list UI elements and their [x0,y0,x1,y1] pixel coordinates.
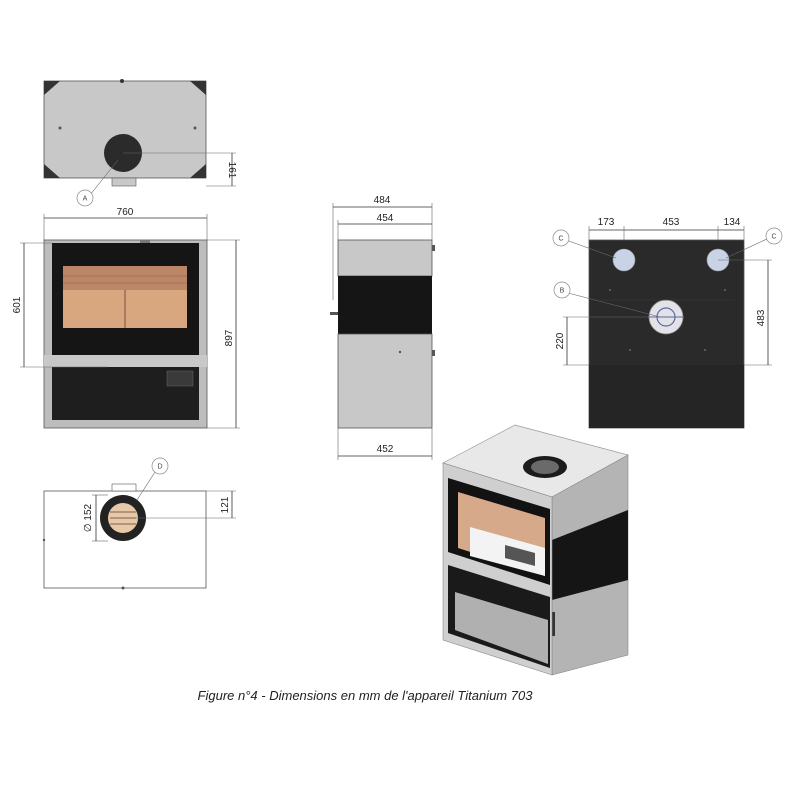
dim-760-label: 760 [117,207,134,218]
top-view: A 161 [43,79,237,207]
dim-484-label: 484 [374,195,391,206]
dim-134-label: 134 [724,217,741,228]
dim-601-label: 601 [12,296,23,313]
isometric-view [442,424,629,676]
side-glass-band [338,276,432,334]
iso-grate [505,545,535,566]
top-view-fixing [58,126,62,130]
dim-483-label: 483 [756,309,767,326]
dim-454-label: 454 [377,213,394,224]
bottom-view: D ∅ 152 121 [42,457,236,590]
side-fixing [398,350,402,354]
callout-d-circle [151,457,169,475]
callout-c-left-leader [565,239,617,259]
rear-panel-lower [589,365,744,428]
top-view-fixing [193,126,197,130]
side-rear-tab [432,245,435,251]
callout-c-left-label: C [558,236,563,243]
iso-log-store-floor [455,592,548,664]
callout-b-leader [567,292,661,318]
rear-view: 173 453 134 C C B 220 48 [552,217,783,429]
bottom-fixing [121,586,125,590]
top-view-corner [190,81,206,95]
figure-caption: Figure n°4 - Dimensions en mm de l'appar… [197,688,533,703]
iso-flue-inner [531,460,559,474]
top-view-corner [44,81,60,95]
iso-side-glass-band [552,510,628,600]
front-control-plate [166,370,194,387]
side-lower-panel [337,333,433,429]
bottom-fixing [42,538,46,542]
front-shelf-band [44,355,207,367]
callout-c-right-circle [765,227,783,245]
dim-173-label: 173 [598,217,615,228]
callout-a-leader [89,159,119,196]
top-view-corner [190,164,206,178]
side-rear-tab [432,350,435,356]
callout-c-right-leader [725,237,770,259]
top-view-fixing [120,79,124,83]
front-top-detail [140,240,150,243]
side-top-panel [337,239,433,277]
callout-b-label: B [560,288,565,295]
dim-161-label: 161 [226,162,237,179]
rear-fixing [629,349,631,351]
callout-a-circle [76,189,94,207]
top-view-corner [44,164,60,178]
bottom-view-tab [111,483,137,492]
side-view: 484 454 452 [330,195,435,460]
firebox-back-wall [63,266,187,290]
callout-b-circle [553,281,571,299]
dim-152-label: ∅ 152 [83,503,94,532]
air-inlet-left [612,248,636,272]
callout-d-label: D [157,464,162,471]
dim-897-label: 897 [224,329,235,346]
callout-a-label: A [83,196,88,203]
front-view: 760 601 897 [12,207,240,429]
side-door-handle [330,312,338,315]
top-view-tab [111,177,137,187]
dim-453-label: 453 [663,217,680,228]
dim-452-label: 452 [377,444,394,455]
rear-fixing [724,289,726,291]
dim-121-label: 121 [220,496,231,513]
callout-c-left-circle [552,229,570,247]
rear-fixing [609,289,611,291]
dim-220-label: 220 [555,332,566,349]
rear-fixing [704,349,706,351]
callout-d-leader [136,471,156,501]
callout-c-right-label: C [771,234,776,241]
